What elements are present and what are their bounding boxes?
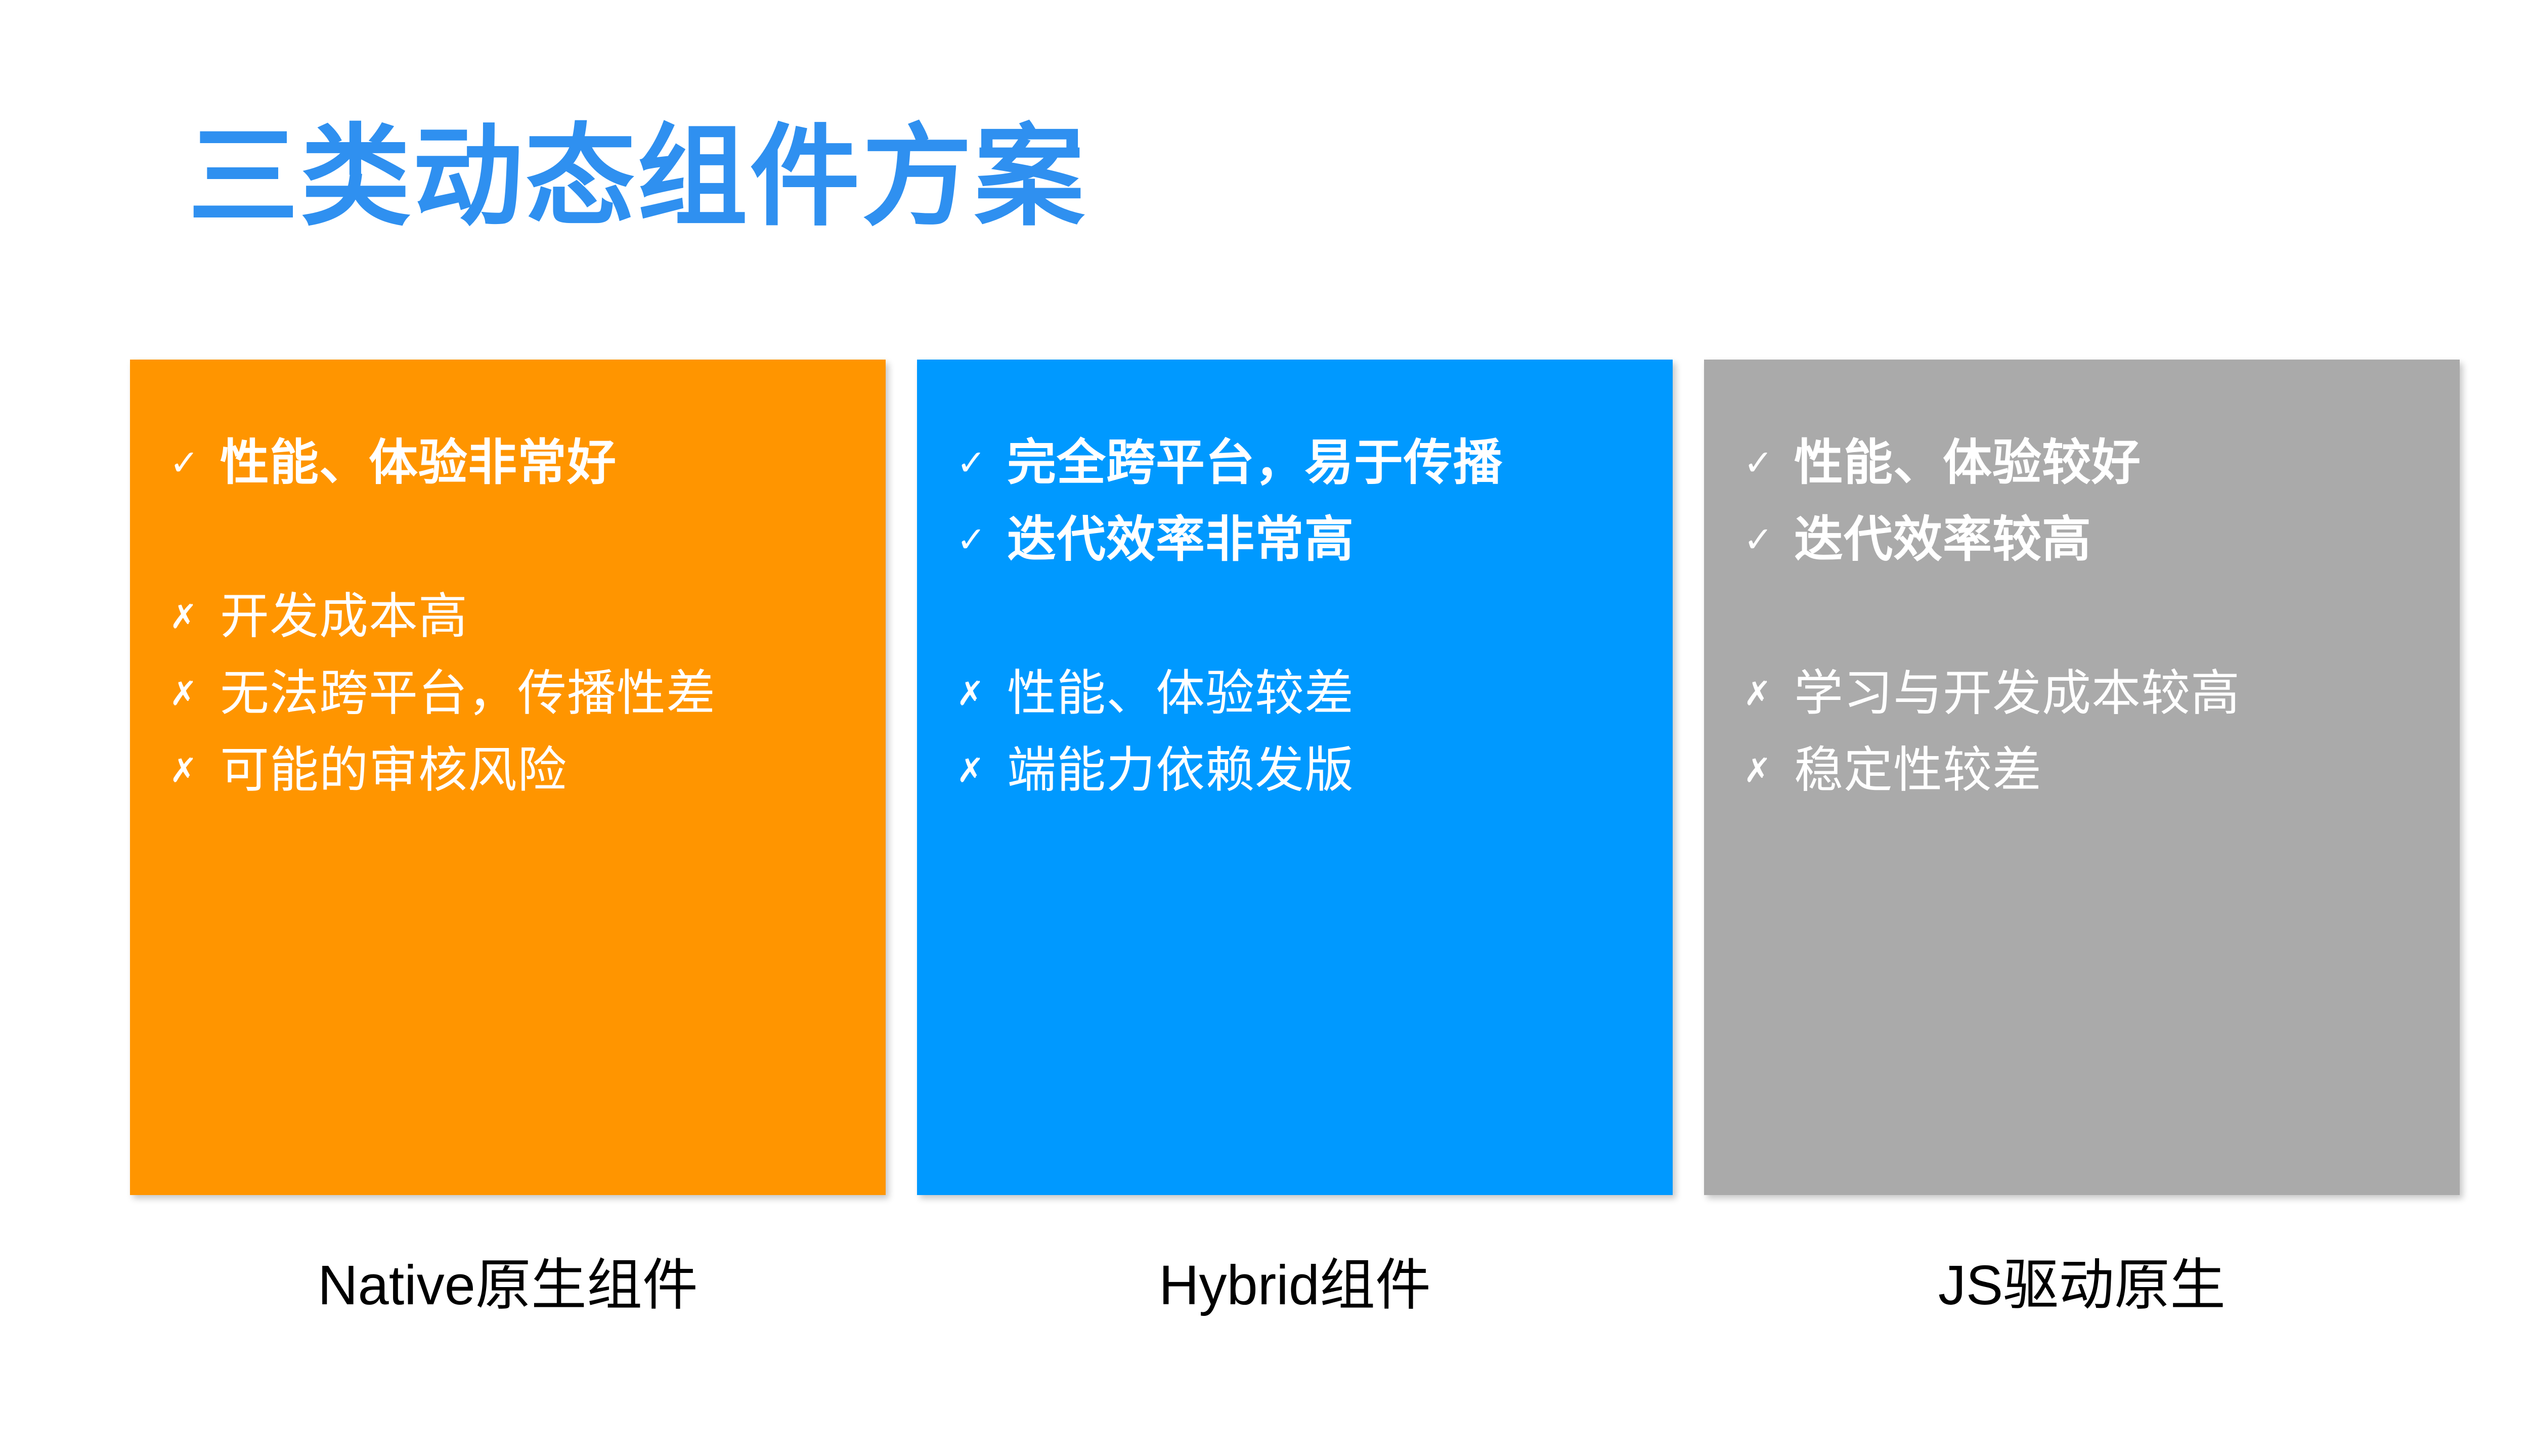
list-item: ✗ 可能的审核风险 [165,732,850,809]
card-js-driven-native-list: ✓ 性能、体验较好 ✓ 迭代效率较高 ✗ 学习与开发成本较高 ✗ [1739,424,2424,809]
cross-icon: ✗ [1743,675,1772,712]
list-item-spacer [952,578,1637,655]
page-title: 三类动态组件方案 [188,116,1086,239]
check-icon: ✓ [956,443,986,482]
card-native-list: ✓ 性能、体验非常好 ✗ 开发成本高 ✗ 无法跨平台，传播性差 ✗ [165,424,850,809]
caption-js-driven-native: JS驱动原生 [1938,1254,2226,1316]
card-captions-row: Native原生组件 Hybrid组件 JS驱动原生 [130,1249,2460,1321]
caption-hybrid: Hybrid组件 [1159,1254,1431,1316]
list-item: ✗ 稳定性较差 [1739,732,2424,809]
card-js-driven-native[interactable]: ✓ 性能、体验较好 ✓ 迭代效率较高 ✗ 学习与开发成本较高 ✗ [1704,360,2460,1195]
cross-icon: ✗ [169,675,198,712]
list-item-label: 开发成本高 [220,588,468,644]
cross-icon: ✗ [956,675,985,712]
cross-icon: ✗ [169,752,198,789]
list-item-label: 端能力依赖发版 [1007,742,1354,798]
cross-icon: ✗ [169,598,198,635]
list-item-label: 性能、体验较好 [1794,434,2141,490]
list-item-label: 学习与开发成本较高 [1794,665,2240,721]
list-item-spacer [1739,578,2424,655]
check-icon: ✓ [1743,443,1773,482]
caption-native: Native原生组件 [318,1254,698,1316]
card-hybrid[interactable]: ✓ 完全跨平台，易于传播 ✓ 迭代效率非常高 ✗ 性能、体验较差 ✗ [917,360,1673,1195]
list-item: ✓ 性能、体验非常好 [165,424,850,501]
list-item: ✓ 完全跨平台，易于传播 [952,424,1637,501]
list-item: ✗ 性能、体验较差 [952,655,1637,732]
cross-icon: ✗ [956,752,985,789]
list-item-label: 无法跨平台，传播性差 [220,665,716,721]
list-item-label: 迭代效率较高 [1794,511,2091,567]
list-item: ✗ 无法跨平台，传播性差 [165,655,850,732]
list-item-spacer [165,501,850,578]
check-icon: ✓ [169,443,199,482]
list-item-label: 可能的审核风险 [220,742,567,798]
list-item-label: 稳定性较差 [1794,742,2042,798]
list-item-label: 迭代效率非常高 [1007,511,1354,567]
list-item: ✗ 端能力依赖发版 [952,732,1637,809]
list-item: ✗ 开发成本高 [165,578,850,655]
list-item-label: 性能、体验较差 [1007,665,1354,721]
list-item: ✓ 迭代效率较高 [1739,501,2424,578]
comparison-cards-row: ✓ 性能、体验非常好 ✗ 开发成本高 ✗ 无法跨平台，传播性差 ✗ [130,360,2460,1195]
card-native[interactable]: ✓ 性能、体验非常好 ✗ 开发成本高 ✗ 无法跨平台，传播性差 ✗ [130,360,886,1195]
list-item-label: 性能、体验非常好 [220,434,617,490]
list-item: ✓ 迭代效率非常高 [952,501,1637,578]
list-item: ✓ 性能、体验较好 [1739,424,2424,501]
check-icon: ✓ [1743,520,1773,559]
check-icon: ✓ [956,520,986,559]
card-hybrid-list: ✓ 完全跨平台，易于传播 ✓ 迭代效率非常高 ✗ 性能、体验较差 ✗ [952,424,1637,809]
list-item: ✗ 学习与开发成本较高 [1739,655,2424,732]
list-item-label: 完全跨平台，易于传播 [1007,434,1503,490]
cross-icon: ✗ [1743,752,1772,789]
